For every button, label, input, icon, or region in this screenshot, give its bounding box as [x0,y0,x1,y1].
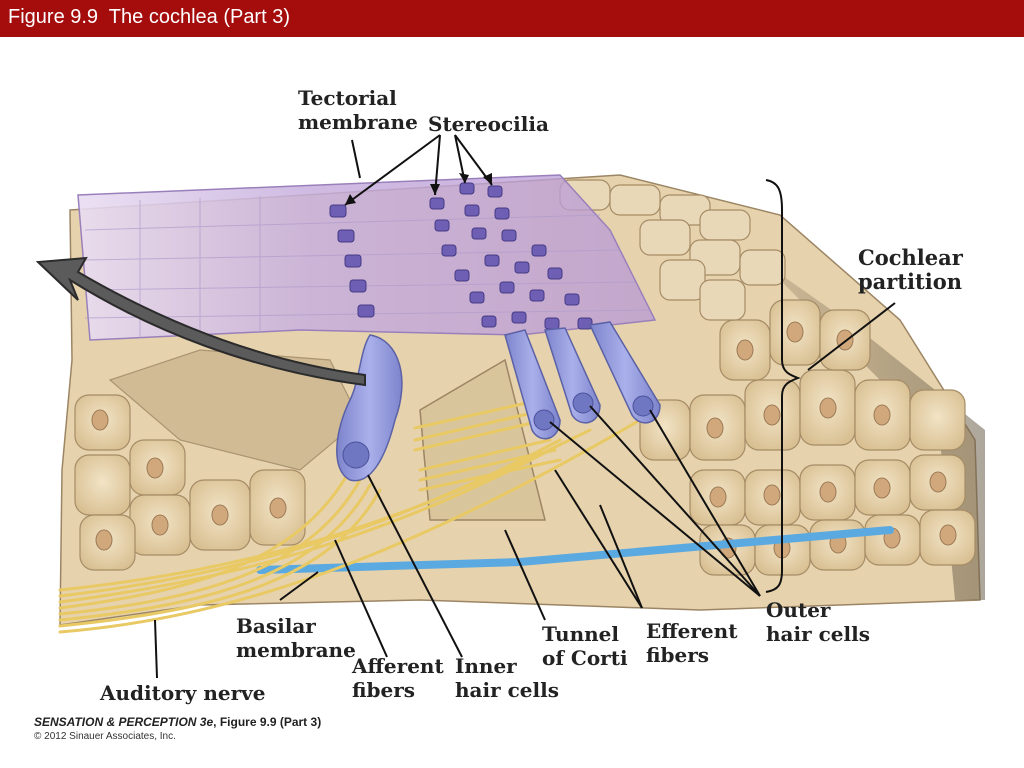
label-auditory-nerve: Auditory nerve [100,681,266,705]
label-text: Cochlear [858,245,963,270]
label-tectorial-membrane: Tectorial membrane [298,86,418,134]
label-text: Basilar [236,614,316,638]
cochlear-partition-bracket [765,179,801,593]
label-text: Tectorial [298,86,397,110]
label-text: Outer [766,598,831,622]
label-text: Inner [455,654,517,678]
label-text: hair cells [766,622,870,646]
label-text: Stereocilia [428,112,549,136]
figure-ref: , Figure 9.9 (Part 3) [213,715,322,729]
stereocilia-tufts [329,182,593,330]
label-text: Auditory nerve [100,681,266,705]
copyright: © 2012 Sinauer Associates, Inc. [34,731,176,742]
leader-lines [154,134,896,679]
nerve-fibers [58,398,642,634]
label-tunnel-of-corti: Tunnel of Corti [542,622,628,670]
label-text: membrane [298,110,418,134]
book-title: SENSATION & PERCEPTION 3e [34,715,214,729]
label-stereocilia: Stereocilia [428,112,549,136]
label-cochlear-partition: Cochlear partition [858,246,963,294]
slide-title: Figure 9.9 The cochlea (Part 3) [8,6,290,28]
label-text: Afferent [352,654,444,678]
label-afferent-fibers: Afferent fibers [352,654,444,702]
label-text: Efferent [646,619,738,643]
label-text: hair cells [455,678,559,702]
label-inner-hair-cells: Inner hair cells [455,654,559,702]
title-bar: Figure 9.9 The cochlea (Part 3) [0,0,1024,37]
label-text: fibers [646,643,710,667]
source-credit: SENSATION & PERCEPTION 3e, Figure 9.9 (P… [34,715,321,729]
label-efferent-fibers: Efferent fibers [646,619,737,667]
label-text: partition [858,269,962,294]
label-outer-hair-cells: Outer hair cells [766,598,870,646]
label-text: of Corti [542,646,628,670]
label-text: membrane [236,638,356,662]
label-text: Tunnel [542,622,619,646]
supporting-cells [74,299,976,576]
motion-arrow [35,256,366,387]
label-basilar-membrane: Basilar membrane [236,614,356,662]
tunnel-of-corti [419,358,546,521]
label-text: fibers [352,678,416,702]
